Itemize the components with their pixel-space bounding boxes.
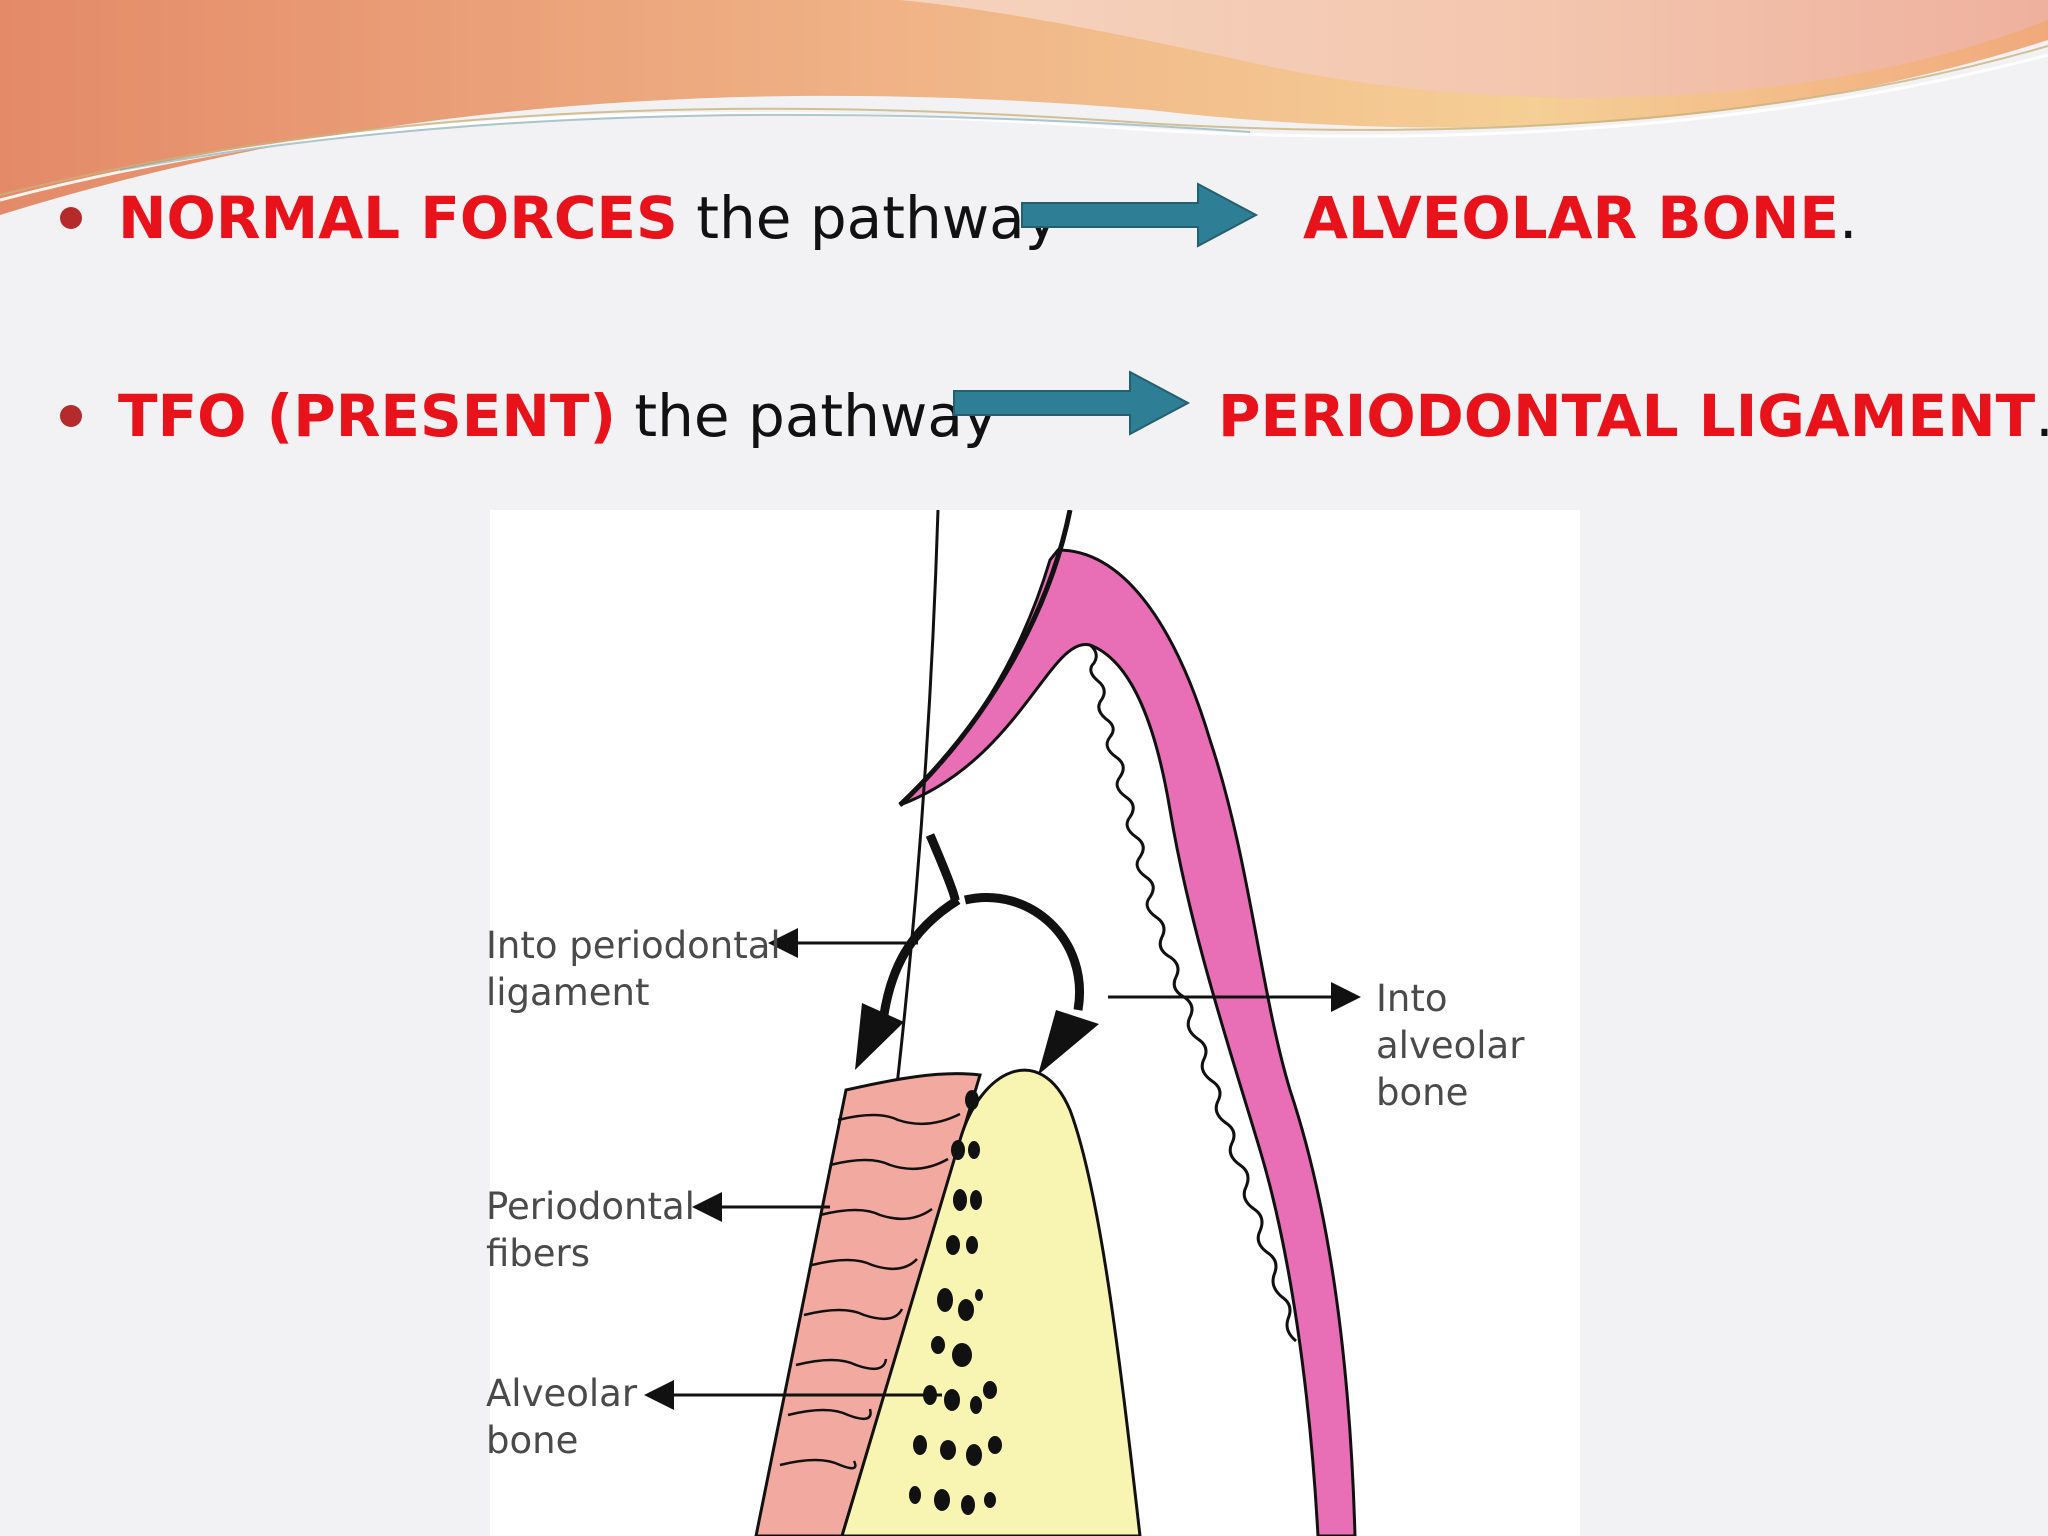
label-line: fibers <box>486 1232 591 1275</box>
target-suffix: . <box>2035 382 2048 450</box>
label-line: Alveolar <box>486 1372 638 1415</box>
label-line: Periodontal <box>486 1185 695 1228</box>
target-periodontal-ligament: PERIODONTAL LIGAMENT . <box>1218 376 2048 456</box>
gingiva <box>898 548 1357 1536</box>
bullet-text: the pathway <box>615 382 998 450</box>
bullet-dot <box>60 405 82 427</box>
tooth-diagram-drawing <box>490 510 1580 1536</box>
bullet-text: the pathway <box>677 184 1060 252</box>
alveolar-bone-crest <box>840 1068 1142 1536</box>
label-line: ligament <box>486 971 650 1014</box>
label-periodontal-fibers: Periodontal fibers <box>486 1183 695 1277</box>
label-line: bone <box>486 1419 579 1462</box>
force-arrows <box>877 833 1084 1031</box>
label-into-alveolar-bone: Into alveolar bone <box>1376 975 1580 1116</box>
pathway-arrow-icon <box>1021 182 1259 248</box>
pathway-arrow-icon <box>953 370 1191 436</box>
arrowhead-bone-icon <box>1038 1010 1099 1075</box>
bullet-normal-forces: NORMAL FORCES the pathway <box>60 178 1059 258</box>
bullet-tfo: TFO (PRESENT) the pathway <box>60 376 997 456</box>
tooth-diagram: Into periodontal ligament Into alveolar … <box>486 510 1580 1536</box>
label-line: Into alveolar <box>1376 977 1525 1067</box>
label-alveolar-bone: Alveolar bone <box>486 1370 637 1464</box>
bullet-dot <box>60 207 82 229</box>
gingival-epithelium <box>1089 643 1297 1343</box>
target-label: ALVEOLAR BONE <box>1303 184 1840 252</box>
arrowhead-pdl-icon <box>855 1003 904 1070</box>
pdl-fibers <box>779 1112 961 1470</box>
enamel-edge <box>898 510 1073 807</box>
bullet-highlight: TFO (PRESENT) <box>118 382 616 450</box>
target-suffix: . <box>1839 184 1858 252</box>
bullet-highlight: NORMAL FORCES <box>118 184 678 252</box>
label-into-periodontal-ligament: Into periodontal ligament <box>486 922 781 1016</box>
header-swoosh <box>0 0 2048 215</box>
label-line: Into periodontal <box>486 924 781 967</box>
label-line: bone <box>1376 1071 1469 1114</box>
target-label: PERIODONTAL LIGAMENT <box>1218 382 2036 450</box>
target-alveolar-bone: ALVEOLAR BONE . <box>1303 178 1857 258</box>
